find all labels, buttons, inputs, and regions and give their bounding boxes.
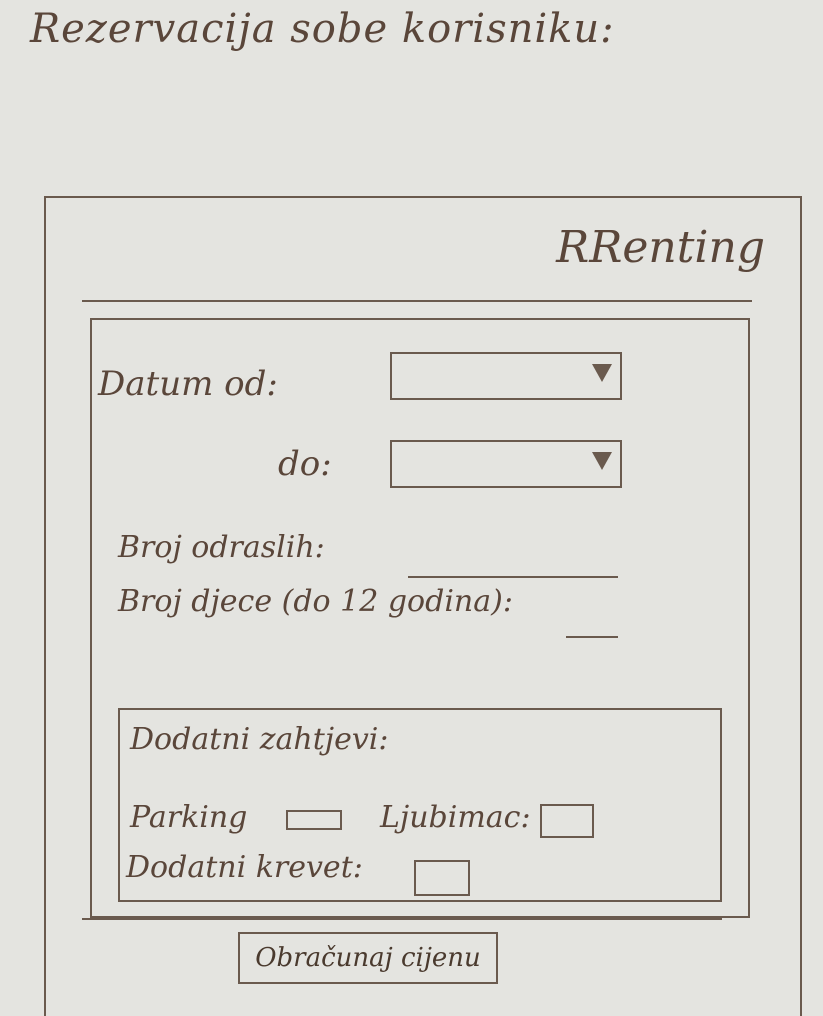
- form-divider: [82, 918, 722, 920]
- page-title: Rezervacija sobe korisniku:: [30, 6, 615, 52]
- children-label: Broj djece (do 12 godina):: [118, 584, 513, 619]
- extras-group: [118, 708, 722, 902]
- parking-label: Parking: [130, 800, 248, 835]
- chevron-down-icon: [592, 364, 612, 382]
- adults-input[interactable]: [408, 544, 618, 578]
- header-divider: [82, 300, 752, 302]
- reservation-form-panel: [90, 318, 750, 918]
- adults-label: Broj odraslih:: [118, 530, 325, 565]
- pet-label: Ljubimac:: [380, 800, 531, 835]
- extras-title: Dodatni zahtjevi:: [130, 722, 389, 757]
- pet-checkbox[interactable]: [540, 804, 594, 838]
- children-input[interactable]: [566, 604, 618, 638]
- date-to-label: do:: [278, 444, 332, 484]
- extra-bed-label: Dodatni krevet:: [126, 850, 363, 885]
- extra-bed-checkbox[interactable]: [414, 860, 470, 896]
- date-from-label: Datum od:: [98, 364, 278, 404]
- date-to-select[interactable]: [390, 440, 622, 488]
- app-window: [44, 196, 802, 1016]
- chevron-down-icon: [592, 452, 612, 470]
- brand-logo: RRenting: [556, 222, 765, 273]
- date-from-select[interactable]: [390, 352, 622, 400]
- calculate-price-button[interactable]: Obračunaj cijenu: [238, 932, 498, 984]
- parking-checkbox[interactable]: [286, 810, 342, 830]
